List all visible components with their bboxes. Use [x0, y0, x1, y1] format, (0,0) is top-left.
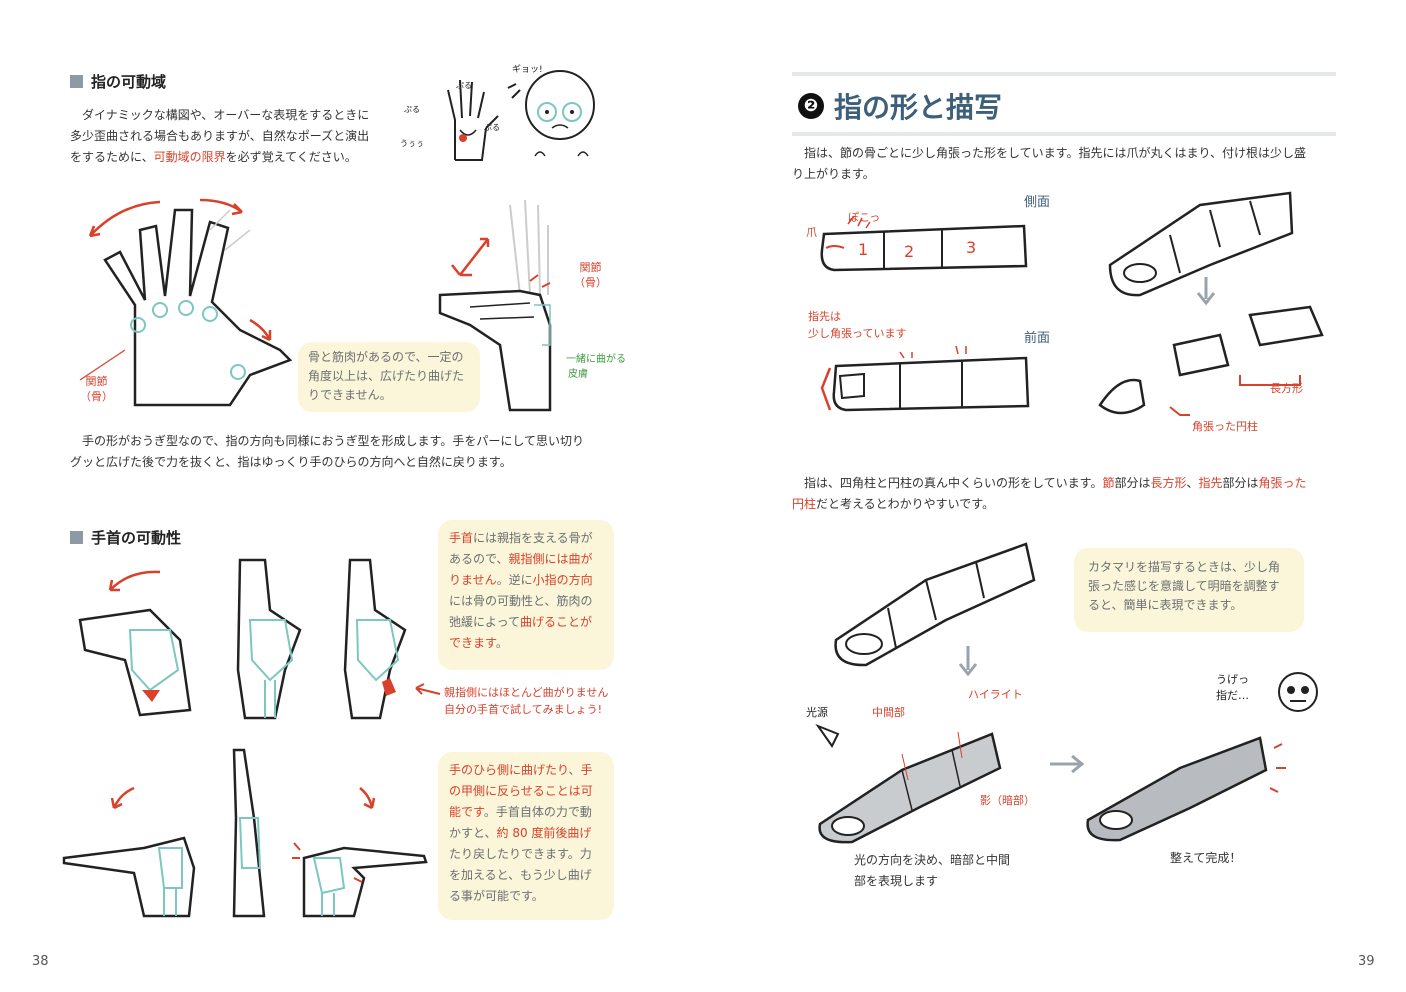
open-hand-illustration [79, 198, 293, 407]
cartoon-face-hand-illustration [447, 70, 595, 161]
rect-label: 長方形 [1270, 382, 1303, 395]
info-bubble-wrist-flexion: 手のひら側に曲げたり、手 の甲側に反らせることは可 能です。手首自体の力で動 か… [438, 752, 614, 920]
arrow-right-icon [1050, 754, 1085, 774]
bubble-line: を加えると、もう少し曲げ [449, 868, 592, 882]
highlight-label: ハイライト [968, 688, 1023, 701]
bubble-line: カタマリを描写するときは、少し角 [1088, 560, 1281, 574]
bubble-line: 弛緩によって曲げることが [449, 615, 593, 629]
hand-sound-label: ぷる [404, 105, 420, 114]
section-number-icon: ❷ [798, 93, 824, 119]
bubble-line: あるので、親指側には曲が [449, 552, 593, 566]
heading-square-icon [70, 75, 83, 88]
joint-label-right: 関節 （骨） [574, 261, 607, 289]
bubble-line: の甲側に反らせることは可 [449, 784, 593, 798]
title-rule-top [792, 72, 1336, 76]
prism-cylinder-paragraph: 指は、四角柱と円柱の真ん中くらいの形をしています。節部分は長方形、指先部分は角張… [792, 473, 1352, 515]
nail-label: 爪 [806, 226, 817, 239]
text-line: をするために、可動域の限界を必ず覚えてください。 [70, 150, 357, 164]
info-bubble-wrist: 手首には親指を支える骨が あるので、親指側には曲が りません。逆に小指の方向 に… [438, 520, 614, 670]
fan-shape-paragraph: 手の形がおうぎ型なので、指の方向も同様におうぎ型を形成します。手をパーにして思い… [70, 431, 630, 473]
section-heading-wrist: 手首の可動性 [70, 527, 181, 548]
bubble-line: 手首には親指を支える骨が [449, 531, 593, 545]
text-line: 多少歪曲される場合もありますが、自然なポーズと演出 [70, 129, 370, 143]
bubble-line: 骨と筋肉があるので、一定の [308, 350, 464, 364]
info-bubble-finger-limit: 骨と筋肉があるので、一定の 角度以上は、広げたり曲げた りできません。 [298, 342, 480, 412]
chapter-title: ❷ 指の形と描写 [798, 86, 1002, 126]
side-hand-illustration [438, 199, 552, 412]
caption-finished: 整えて完成！ [1170, 851, 1242, 865]
finger-shape-paragraph: 指は、節の骨ごとに少し角張った形をしています。指先には爪が丸くはまり、付け根は少… [792, 143, 1352, 185]
cylinder-label: 角張った円柱 [1192, 420, 1258, 433]
middle-tone-label: 中間部 [872, 706, 905, 719]
face-sound-label: ギョッ! [512, 65, 543, 75]
text-line: 円柱だと考えるとわかりやすいです。 [792, 497, 995, 511]
finger-side-view-illustration [820, 215, 1028, 272]
hand-sound-label: うぅぅ [400, 139, 424, 148]
bubble-line: 能です。手首自体の力で動 [449, 805, 592, 819]
front-view-label: 前面 [1024, 331, 1051, 346]
bubble-line: 張った感じを意識して明暗を調整す [1088, 579, 1280, 593]
skin-label: 一緒に曲がる 皮膚 [566, 354, 626, 380]
bubble-line: かすと、約 80 度前後曲げ [449, 826, 592, 840]
light-cone-icon [815, 723, 840, 748]
section-heading-finger-range: 指の可動域 [70, 71, 166, 92]
arrow-pointer [415, 683, 441, 695]
tip-note: 指先は 少し角張っています [808, 310, 907, 340]
side-view-label: 側面 [1024, 195, 1051, 210]
segment-label: 2 [904, 242, 915, 261]
light-source-label: 光源 [806, 706, 828, 719]
text-line: り上がります。 [792, 167, 875, 181]
heading-square-icon [70, 531, 83, 544]
segment-label: 1 [858, 240, 869, 259]
wrist-flexion-illustrations [62, 748, 428, 918]
intro-paragraph: ダイナミックな構図や、オーバーな表現をするときに 多少歪曲される場合もありますが… [70, 105, 400, 168]
bubble-line: できます。 [449, 636, 508, 650]
bubble-line: 手のひら側に曲げたり、手 [449, 763, 593, 777]
page-number-left: 38 [32, 954, 49, 969]
bubble-line: には骨の可動性と、筋肉の [449, 594, 593, 608]
finger-block-large-illustration [834, 542, 1036, 677]
shadow-label: 影（暗部） [980, 794, 1035, 807]
finger-block-3d-illustration [1098, 191, 1324, 416]
hand-sound-label: ぷる [484, 123, 500, 132]
bubble-line: ると、簡単に表現できます。 [1088, 598, 1243, 612]
bump-label: ぽこっ [848, 211, 881, 224]
highlight-text: 可動域の限界 [153, 150, 226, 164]
finished-finger-illustration [1086, 736, 1286, 842]
bubble-line: たり戻したりできます。力 [449, 847, 592, 861]
wrist-side-bend-illustrations [78, 558, 407, 720]
page-number-right: 39 [1358, 954, 1375, 969]
text-line: グッと広げた後で力を抜くと、指はゆっくり手のひらの方向へと自然に戻ります。 [70, 455, 512, 469]
skull-face-icon [1278, 672, 1318, 712]
hand-sound-label: ぷる [456, 81, 472, 90]
ugetsu-note: うげっ 指だ… [1216, 673, 1249, 702]
text-line: ダイナミックな構図や、オーバーな表現をするときに [82, 108, 370, 122]
bubble-line: りできません。 [308, 388, 392, 402]
caption-shading: 光の方向を決め、暗部と中間 部を表現します [854, 853, 1011, 888]
segment-label: 3 [966, 238, 977, 257]
bubble-line: 角度以上は、広げたり曲げた [308, 369, 465, 383]
bubble-line: りません。逆に小指の方向 [449, 573, 593, 587]
text-line: 手の形がおうぎ型なので、指の方向も同様におうぎ型を形成します。手をパーにして思い… [82, 434, 584, 448]
joint-label-left: 関節 （骨） [80, 375, 113, 403]
finger-front-view-illustration [820, 345, 1030, 412]
info-bubble-block: カタマリを描写するときは、少し角 張った感じを意識して明暗を調整す ると、簡単に… [1074, 548, 1304, 632]
title-rule-bottom [792, 132, 1336, 136]
bubble-line: る事が可能です。 [449, 889, 544, 903]
text-line: 指は、節の骨ごとに少し角張った形をしています。指先には爪が丸くはまり、付け根は少… [804, 146, 1306, 160]
thumb-side-note: 親指側にはほとんど曲がりません 自分の手首で試してみましょう! [444, 686, 609, 716]
shaded-finger-illustration [818, 731, 1002, 844]
text-line: 指は、四角柱と円柱の真ん中くらいの形をしています。節部分は長方形、指先部分は角張… [804, 476, 1307, 490]
